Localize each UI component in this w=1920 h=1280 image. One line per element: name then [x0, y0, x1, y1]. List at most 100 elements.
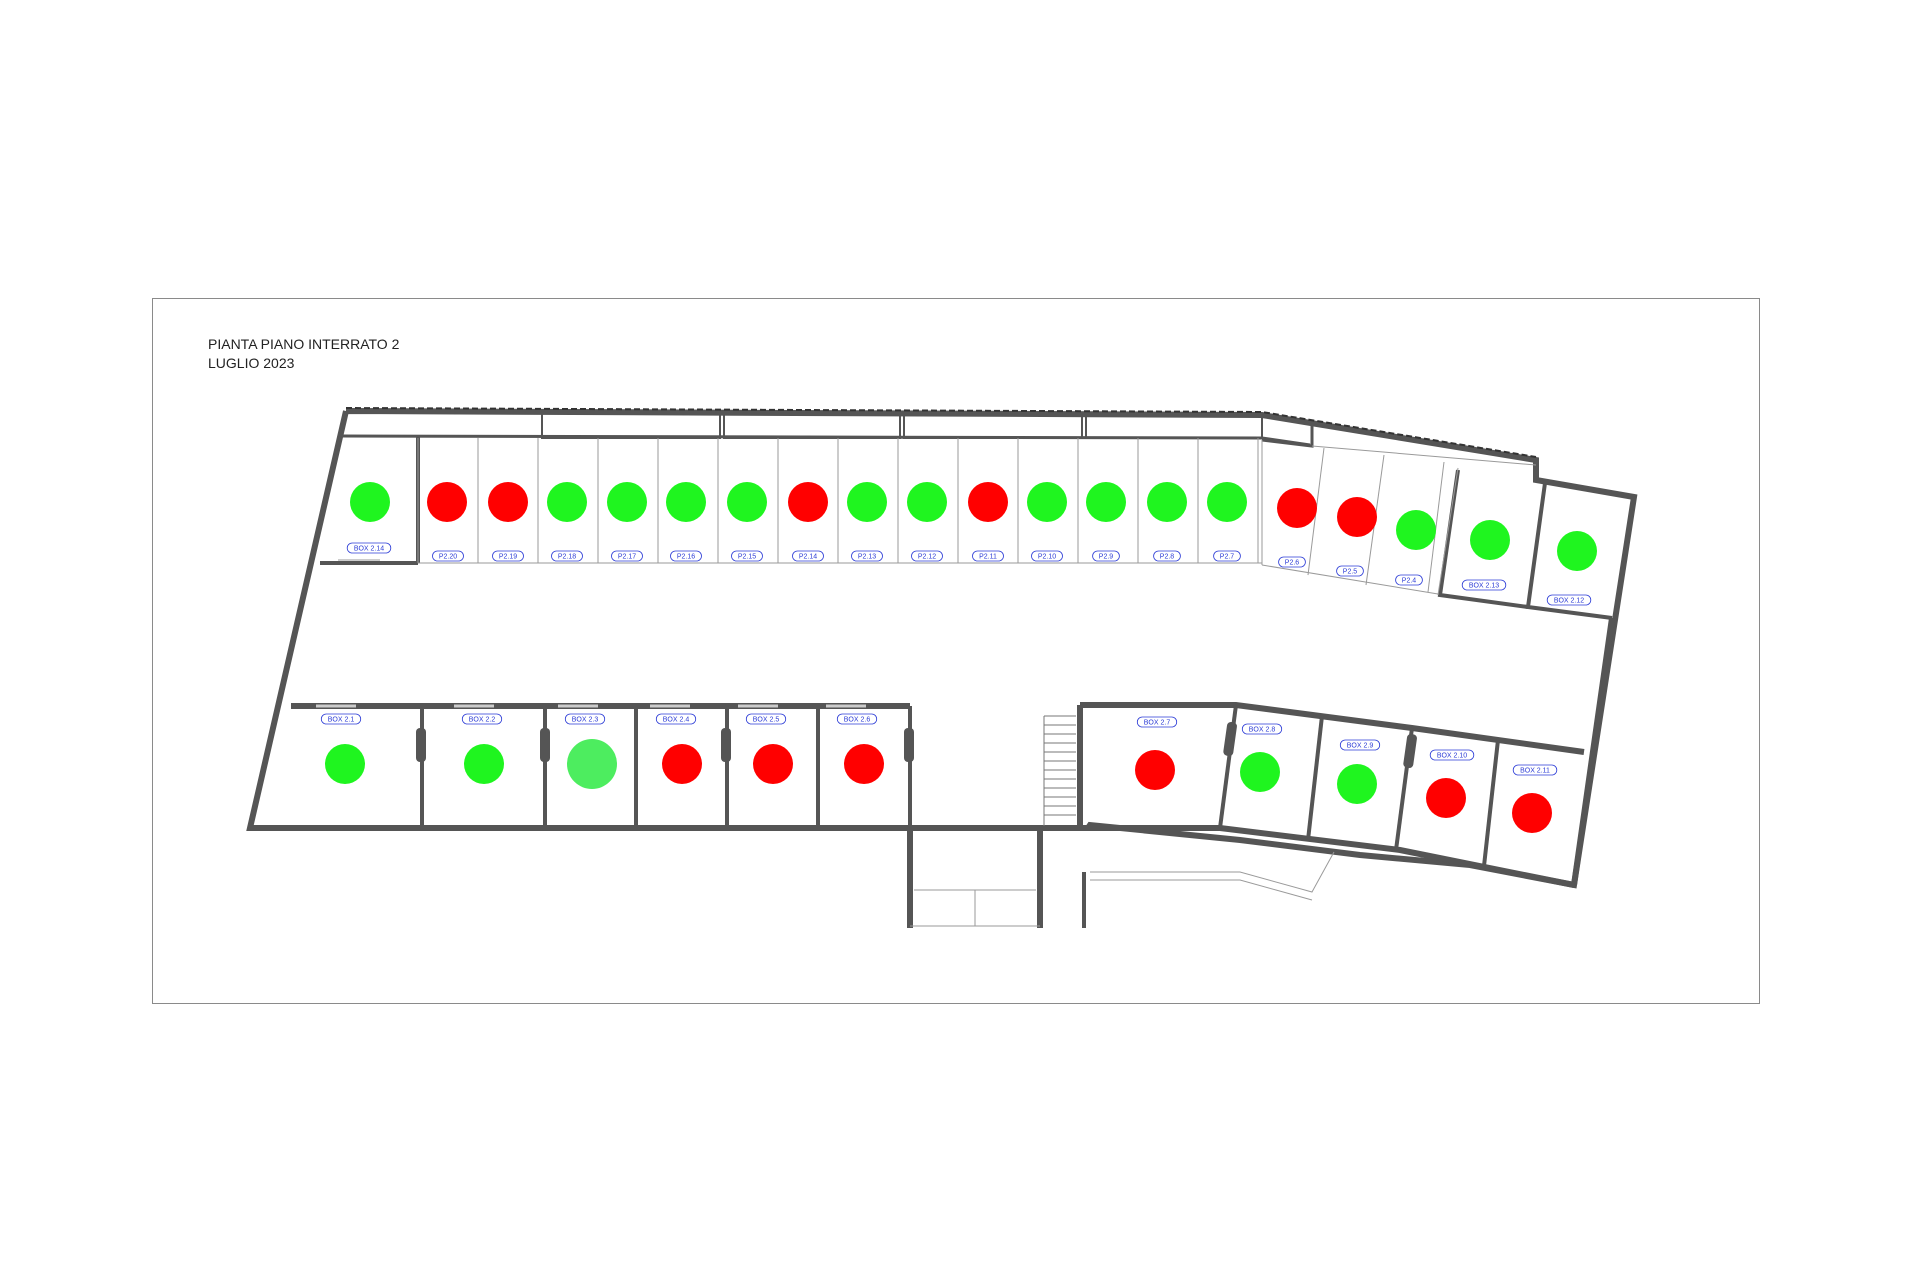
space-label-tag [432, 550, 464, 562]
space-box-2-13: BOX 2.13 [1461, 520, 1510, 591]
space-label: P2.18 [558, 554, 576, 561]
space-box-2-4: BOX 2.4 [655, 713, 702, 784]
space-box-2-12: BOX 2.12 [1546, 531, 1597, 606]
top-opening [541, 411, 721, 439]
space-label-tag [564, 713, 606, 725]
space-status-marker [1396, 510, 1436, 550]
right-wall [1571, 617, 1615, 886]
space-label: P2.14 [799, 554, 817, 561]
annex-ramp [1090, 851, 1335, 893]
space-status-marker [727, 482, 767, 522]
space-label-tag [836, 713, 878, 725]
pillar [904, 728, 914, 762]
space-label-tag [1136, 716, 1178, 728]
space-p2-7: P2.7 [1207, 482, 1247, 562]
space-label: P2.4 [1402, 578, 1417, 585]
space-p2-10: P2.10 [1027, 482, 1067, 562]
space-label: BOX 2.2 [469, 717, 496, 724]
space-label: P2.6 [1285, 560, 1300, 567]
space-box-2-7: BOX 2.7 [1135, 716, 1178, 790]
bottom-right-box-bottom [1219, 825, 1575, 888]
space-label-tag [1395, 574, 1423, 586]
space-label: BOX 2.13 [1469, 583, 1499, 590]
space-label: P2.19 [499, 554, 517, 561]
pillar [1223, 721, 1237, 757]
space-status-marker [547, 482, 587, 522]
space-status-marker [844, 744, 884, 784]
space-status-marker [1207, 482, 1247, 522]
space-label: BOX 2.9 [1347, 743, 1374, 750]
title-block: PIANTA PIANO INTERRATO 2 LUGLIO 2023 [208, 335, 399, 373]
space-label-tag [851, 550, 883, 562]
space-label-tag [1278, 556, 1306, 568]
staircase [1043, 705, 1082, 828]
space-p2-13: P2.13 [847, 482, 887, 562]
space-label-tag [1031, 550, 1063, 562]
space-status-marker [567, 739, 617, 789]
space-status-marker [325, 744, 365, 784]
space-status-marker [847, 482, 887, 522]
box-divider-wall [1306, 715, 1324, 841]
top-opening [1085, 415, 1263, 439]
space-label-tag [492, 550, 524, 562]
space-p2-16: P2.16 [666, 482, 706, 562]
box-2-12-wall [1525, 482, 1613, 620]
space-status-marker [1240, 752, 1280, 792]
space-box-2-14: BOX 2.14 [346, 482, 392, 554]
space-box-2-6: BOX 2.6 [836, 713, 884, 784]
space-status-marker [1277, 488, 1317, 528]
space-box-2-1: BOX 2.1 [320, 713, 365, 784]
space-p2-15: P2.15 [727, 482, 767, 562]
pillar [1403, 733, 1417, 769]
space-p2-18: P2.18 [547, 482, 587, 562]
space-label: P2.9 [1099, 554, 1114, 561]
space-p2-11: P2.11 [968, 482, 1008, 562]
space-label: P2.8 [1160, 554, 1175, 561]
space-p2-14: P2.14 [788, 482, 828, 562]
space-box-2-11: BOX 2.11 [1512, 764, 1558, 833]
space-label-tag [972, 550, 1004, 562]
space-label: BOX 2.7 [1144, 720, 1171, 727]
space-box-2-8: BOX 2.8 [1240, 723, 1283, 792]
space-status-marker [1337, 497, 1377, 537]
top-edge-hatch [345, 407, 1537, 458]
space-p2-4: P2.4 [1395, 510, 1436, 586]
space-box-2-3: BOX 2.3 [564, 713, 617, 789]
space-label-tag [1092, 550, 1120, 562]
space-status-marker [753, 744, 793, 784]
pillar [721, 728, 731, 762]
space-status-marker [464, 744, 504, 784]
space-label: BOX 2.5 [753, 717, 780, 724]
space-status-marker [907, 482, 947, 522]
space-label: BOX 2.3 [572, 717, 599, 724]
box-divider-wall [1482, 739, 1500, 867]
space-label: P2.12 [918, 554, 936, 561]
space-status-marker [1557, 531, 1597, 571]
space-label-tag [1213, 550, 1241, 562]
space-label: BOX 2.4 [663, 717, 690, 724]
space-label-tag [731, 550, 763, 562]
pillar [416, 728, 426, 762]
plan-date: LUGLIO 2023 [208, 355, 295, 371]
space-label: BOX 2.8 [1249, 727, 1276, 734]
space-status-marker [1470, 520, 1510, 560]
space-label: P2.20 [439, 554, 457, 561]
drawing-frame [152, 298, 1760, 1004]
space-status-marker [1027, 482, 1067, 522]
space-label: P2.7 [1220, 554, 1235, 561]
space-label: P2.17 [618, 554, 636, 561]
space-label-tag [670, 550, 702, 562]
stall-divider [1427, 461, 1445, 593]
space-p2-12: P2.12 [907, 482, 947, 562]
stall-dividers [417, 438, 1459, 596]
space-status-marker [1426, 778, 1466, 818]
space-label: BOX 2.11 [1520, 768, 1550, 775]
space-p2-17: P2.17 [607, 482, 647, 562]
bottom-right-box-top [1080, 702, 1585, 755]
space-status-marker [607, 482, 647, 522]
space-label-tag [745, 713, 787, 725]
box-2-13-wall [1437, 469, 1529, 609]
space-label-tag [461, 713, 503, 725]
space-label-tag [1153, 550, 1181, 562]
